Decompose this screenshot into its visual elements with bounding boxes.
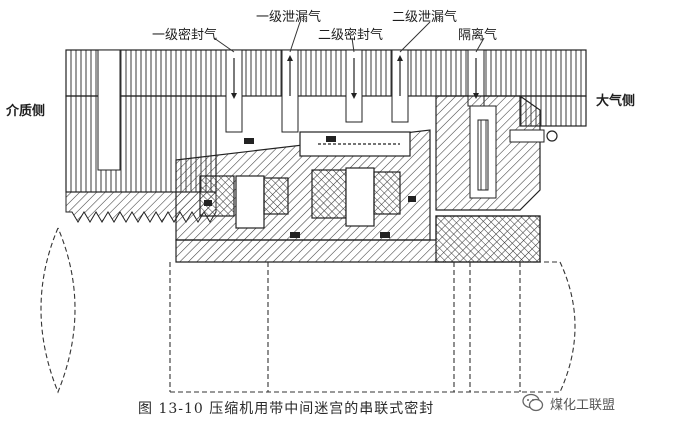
- shaft-sleeve: [175, 215, 541, 263]
- wechat-icon: [522, 393, 544, 412]
- shaft-break-left: [40, 227, 76, 394]
- seal-cartridge: [175, 129, 431, 241]
- label-isolation-gas: 隔离气: [458, 28, 498, 43]
- label-primary-seal-gas: 一级密封气: [152, 28, 218, 43]
- watermark: 煤化工联盟: [522, 392, 615, 414]
- shaft-break-right: [520, 261, 576, 393]
- label-atmosphere-side: 大气侧: [596, 94, 636, 109]
- label-secondary-leak-gas: 二级泄漏气: [392, 10, 458, 25]
- label-secondary-seal-gas: 二级密封气: [318, 28, 384, 43]
- leader-lines: [213, 21, 485, 53]
- flow-arrows: [231, 55, 479, 99]
- isolation-seal: [435, 95, 558, 211]
- watermark-text: 煤化工联盟: [550, 397, 616, 413]
- label-medium-side: 介质侧: [6, 104, 46, 119]
- label-primary-leak-gas: 一级泄漏气: [256, 10, 322, 25]
- figure-caption: 图 13-10 压缩机用带中间迷宫的串联式密封: [138, 401, 435, 417]
- shaft-outline: [169, 261, 560, 393]
